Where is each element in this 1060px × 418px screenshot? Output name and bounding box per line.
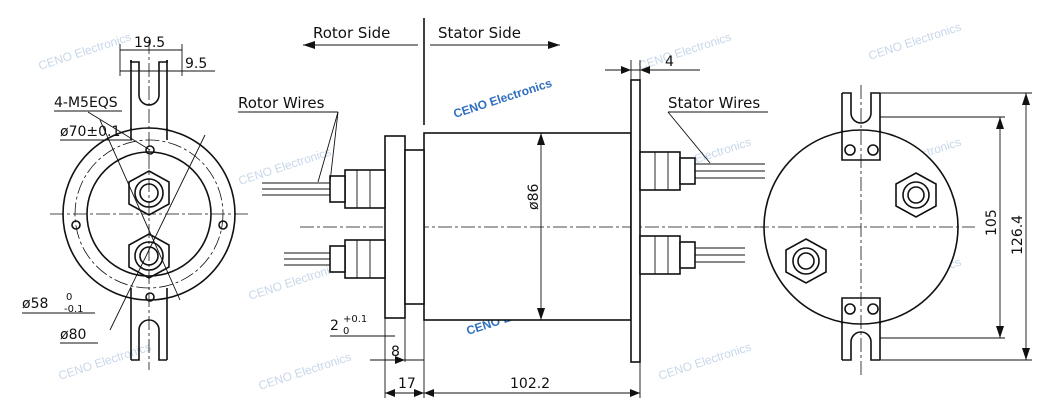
- dim-phi80: ø80: [60, 327, 86, 343]
- stator-upper-hex-icon: [895, 172, 937, 218]
- dim-2-tol-upper: +0.1: [343, 314, 367, 325]
- dim-105: 105: [984, 209, 1000, 236]
- watermark-text: CENO Electronics: [452, 76, 554, 121]
- mount-hole-icon: [145, 292, 155, 302]
- stator-flange: [630, 79, 641, 363]
- stator-wires: [695, 163, 765, 263]
- dim-phi58-tol-upper: 0: [66, 292, 72, 303]
- dim-8: 8: [391, 344, 400, 360]
- screw-hole-icon: [867, 144, 879, 156]
- stator-gland-upper: [639, 151, 696, 191]
- rotor-wires: [262, 182, 330, 266]
- top-mount-tab: [130, 60, 168, 130]
- rotor-end-view: 19.5 9.5 4-M5EQS ø70±0.1 ø58 0 -0.1 ø80: [22, 35, 250, 370]
- screw-hole-icon: [844, 303, 856, 315]
- arrow-right-icon: [548, 41, 560, 49]
- side-view: Rotor Side Stator Side: [238, 18, 770, 398]
- mounting-holes-label: 4-M5EQS: [54, 95, 118, 111]
- watermark-text: CENO Electronics: [257, 350, 353, 393]
- dim-102-2: 102.2: [510, 376, 550, 392]
- stator-body: [423, 132, 632, 321]
- rotor-side-label: Rotor Side: [313, 24, 390, 42]
- dim-phi58: ø58: [22, 296, 48, 312]
- watermark-text: CENO Electronics: [867, 20, 963, 63]
- dim-2-tol-lower: 0: [343, 326, 349, 337]
- dim-17: 17: [398, 376, 416, 392]
- rotor-gland-lower: [329, 239, 386, 279]
- dim-126-4: 126.4: [1010, 215, 1026, 255]
- dim-2: 2: [330, 318, 339, 334]
- stator-side-label: Stator Side: [438, 24, 521, 42]
- stator-lower-hex-icon: [785, 238, 827, 284]
- rotor-hub: [404, 149, 425, 305]
- mount-hole-icon: [71, 220, 81, 230]
- mount-hole-icon: [145, 145, 155, 155]
- stator-wires-label: Stator Wires: [668, 94, 760, 112]
- dim-phi70: ø70±0.1: [60, 124, 120, 140]
- screw-hole-icon: [867, 303, 879, 315]
- lower-gland-icon: [128, 233, 170, 279]
- top-stator-tab: [842, 92, 880, 124]
- dim-phi58-tol-lower: -0.1: [64, 304, 84, 315]
- dim-9-5: 9.5: [185, 56, 207, 72]
- bottom-mount-tab: [130, 300, 168, 360]
- watermark-text: CENO Electronics: [657, 340, 753, 383]
- stator-gland-lower: [639, 235, 696, 275]
- dim-phi86: ø86: [526, 184, 542, 210]
- rotor-wires-label: Rotor Wires: [238, 94, 325, 112]
- dim-4: 4: [665, 54, 674, 70]
- upper-gland-icon: [128, 170, 170, 216]
- mount-hole-icon: [218, 220, 228, 230]
- screw-hole-icon: [844, 144, 856, 156]
- watermark-text: CENO Electronics: [247, 260, 343, 303]
- arrow-left-icon: [303, 41, 315, 49]
- rotor-gland-upper: [329, 169, 386, 209]
- watermark-text: CENO Electronics: [637, 30, 733, 73]
- rotor-flange: [384, 135, 406, 319]
- watermark-text: CENO Electronics: [37, 30, 133, 73]
- stator-end-view: 105 126.4: [755, 85, 1032, 375]
- dim-19-5: 19.5: [134, 35, 165, 51]
